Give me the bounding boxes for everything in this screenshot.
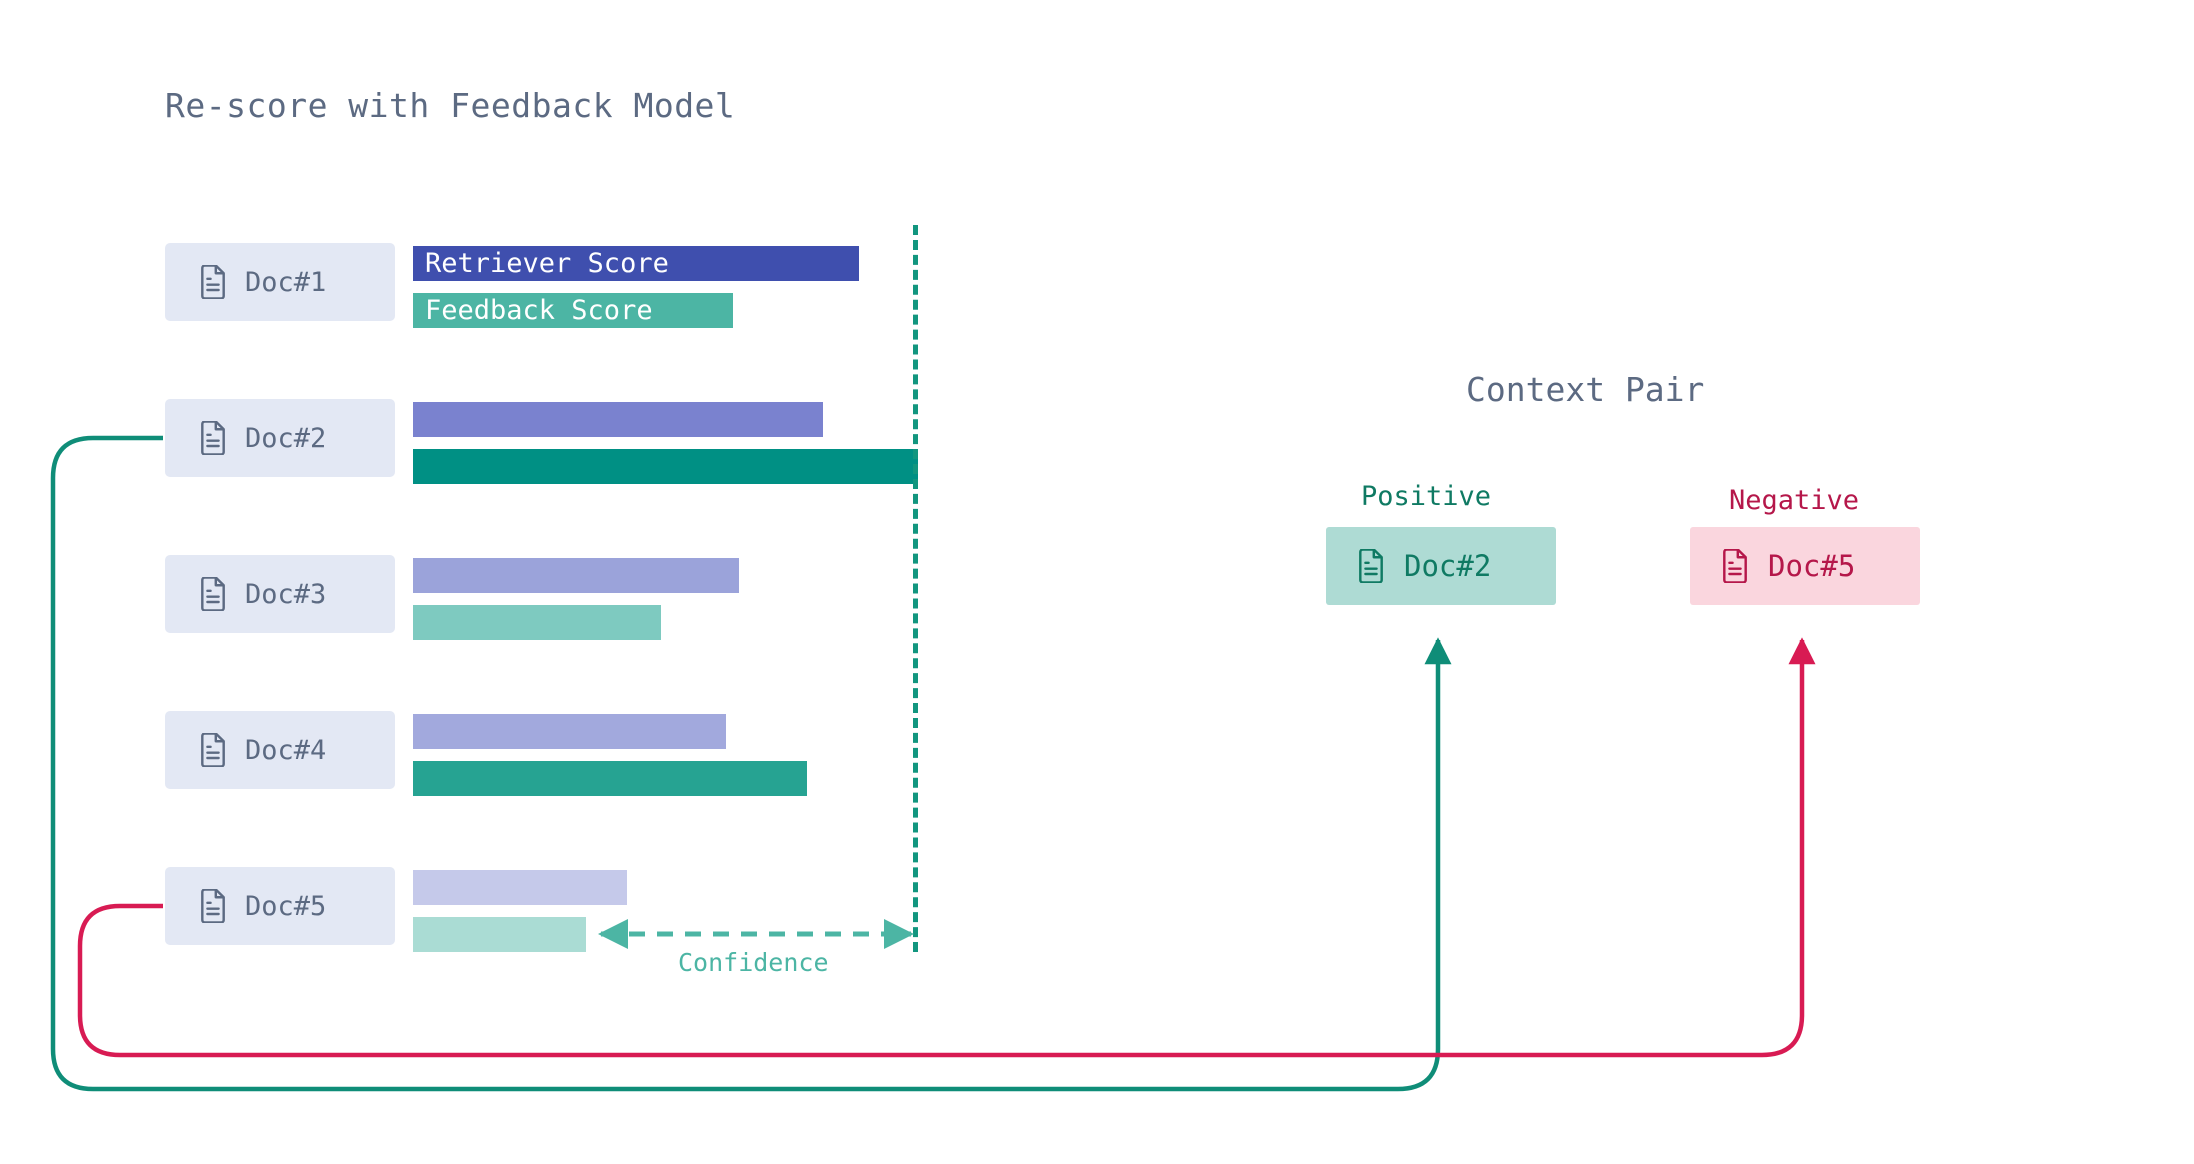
feedback-score-bar-2 <box>413 449 918 484</box>
document-icon <box>198 732 228 768</box>
positive-label: Positive <box>1361 481 1492 512</box>
doc-chip-2[interactable]: Doc#2 <box>165 399 395 477</box>
negative-label: Negative <box>1729 485 1860 516</box>
feedback-score-bar-4 <box>413 761 807 796</box>
document-icon <box>1356 548 1386 584</box>
positive-doc-label: Doc#2 <box>1404 549 1492 583</box>
retriever-score-bar-5 <box>413 870 627 905</box>
negative-connector-wire <box>77 637 1816 1058</box>
document-icon <box>1720 548 1750 584</box>
doc-chip-1[interactable]: Doc#1 <box>165 243 395 321</box>
doc-chip-3[interactable]: Doc#3 <box>165 555 395 633</box>
retriever-score-bar-3 <box>413 558 739 593</box>
confidence-label: Confidence <box>678 948 829 977</box>
document-icon <box>198 576 228 612</box>
doc-chip-5[interactable]: Doc#5 <box>165 867 395 945</box>
negative-doc-label: Doc#5 <box>1768 549 1856 583</box>
doc-chip-label-2: Doc#2 <box>245 422 327 454</box>
feedback-score-bar-1: Feedback Score <box>413 293 733 328</box>
doc-chip-label-1: Doc#1 <box>245 266 327 298</box>
retriever-score-bar-2 <box>413 402 823 437</box>
doc-chip-label-5: Doc#5 <box>245 890 327 922</box>
confidence-guide-line <box>913 225 918 952</box>
positive-doc-chip[interactable]: Doc#2 <box>1326 527 1556 605</box>
retriever-score-bar-1: Retriever Score <box>413 246 859 281</box>
document-icon <box>198 420 228 456</box>
doc-chip-label-3: Doc#3 <box>245 578 327 610</box>
negative-doc-chip[interactable]: Doc#5 <box>1690 527 1920 605</box>
retriever-score-bar-4 <box>413 714 726 749</box>
document-icon <box>198 264 228 300</box>
feedback-score-bar-5 <box>413 917 586 952</box>
feedback-score-bar-3 <box>413 605 661 640</box>
retriever-score-legend: Retriever Score <box>425 248 669 279</box>
feedback-score-legend: Feedback Score <box>425 295 653 326</box>
doc-chip-4[interactable]: Doc#4 <box>165 711 395 789</box>
page-title: Re-score with Feedback Model <box>165 86 736 125</box>
document-icon <box>198 888 228 924</box>
doc-chip-label-4: Doc#4 <box>245 734 327 766</box>
context-pair-title: Context Pair <box>1466 370 1705 409</box>
